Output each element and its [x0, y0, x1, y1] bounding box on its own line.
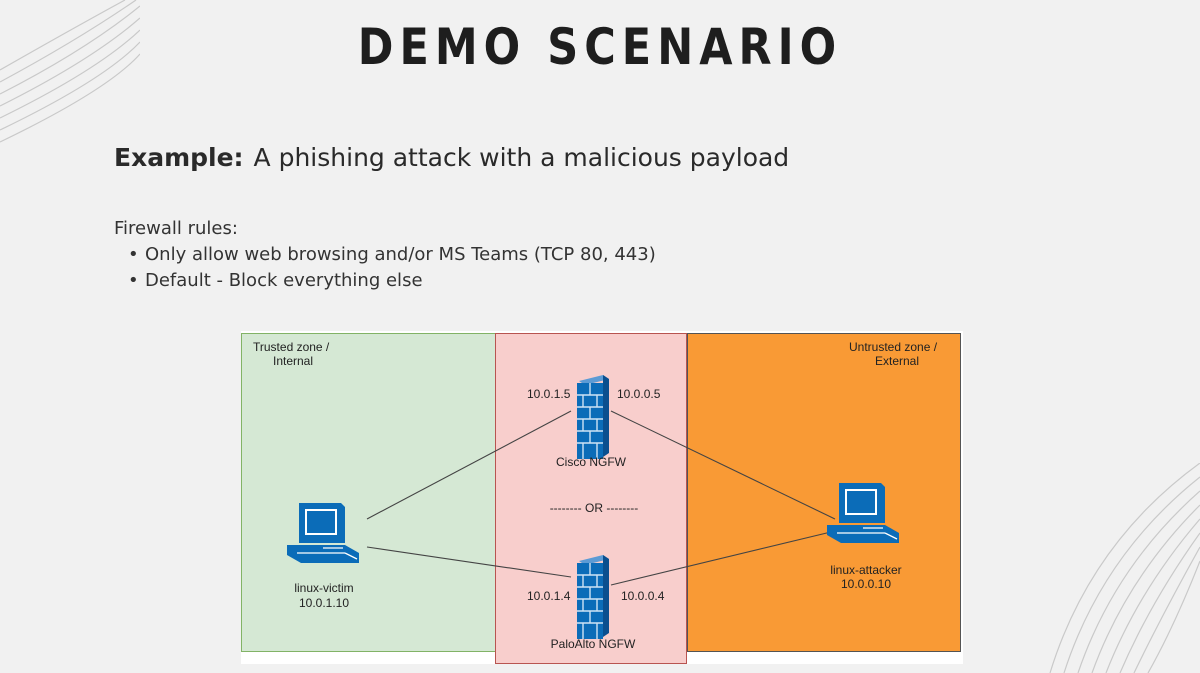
bullet-icon: •: [128, 244, 139, 265]
paloalto-label: PaloAlto NGFW: [550, 637, 636, 651]
connection-lines: [366, 410, 836, 586]
slide-title: DEMO SCENARIO: [357, 18, 843, 76]
firewall-icon: [577, 555, 609, 639]
attacker-name: linux-attacker: [830, 563, 902, 577]
firewall-rules: Firewall rules: • Only allow web browsing…: [114, 216, 656, 294]
rules-heading: Firewall rules:: [114, 218, 238, 239]
example-line: Example: A phishing attack with a malicio…: [114, 143, 789, 172]
cisco-label: Cisco NGFW: [556, 455, 626, 469]
link-victim-paloalto: [366, 546, 572, 578]
victim-name: linux-victim: [294, 581, 354, 595]
example-lead: Example:: [114, 143, 244, 172]
paloalto-ip-outside: 10.0.0.4: [621, 589, 665, 603]
cisco-ip-outside: 10.0.0.5: [617, 387, 661, 401]
link-cisco-attacker: [610, 410, 836, 520]
link-paloalto-attacker: [610, 530, 836, 586]
example-text: A phishing attack with a malicious paylo…: [253, 143, 790, 172]
workstation-icon: [287, 503, 359, 563]
workstation-icon: [827, 483, 899, 543]
victim-ip: 10.0.1.10: [298, 596, 350, 610]
bullet-icon: •: [128, 270, 139, 291]
untrusted-zone-label: Untrusted zone / External: [849, 340, 938, 368]
link-victim-cisco: [366, 410, 572, 520]
or-separator: -------- OR --------: [549, 501, 639, 515]
rule-text: Only allow web browsing and/or MS Teams …: [145, 244, 656, 265]
trusted-zone-label: Trusted zone / Internal: [253, 340, 330, 368]
firewall-icon: [577, 375, 609, 459]
cisco-ip-inside: 10.0.1.5: [527, 387, 571, 401]
network-diagram: Trusted zone / Internal Untrusted zone /…: [241, 331, 963, 664]
rule-text: Default - Block everything else: [145, 270, 423, 291]
attacker-ip: 10.0.0.10: [840, 577, 892, 591]
rules-list: • Only allow web browsing and/or MS Teams…: [114, 242, 656, 294]
rule-item: • Only allow web browsing and/or MS Teams…: [128, 242, 656, 268]
trusted-zone: [241, 333, 497, 652]
paloalto-ip-inside: 10.0.1.4: [527, 589, 571, 603]
decorative-arcs-bottom-right: [1049, 463, 1200, 673]
untrusted-zone: [687, 333, 961, 652]
rule-item: • Default - Block everything else: [128, 268, 656, 294]
